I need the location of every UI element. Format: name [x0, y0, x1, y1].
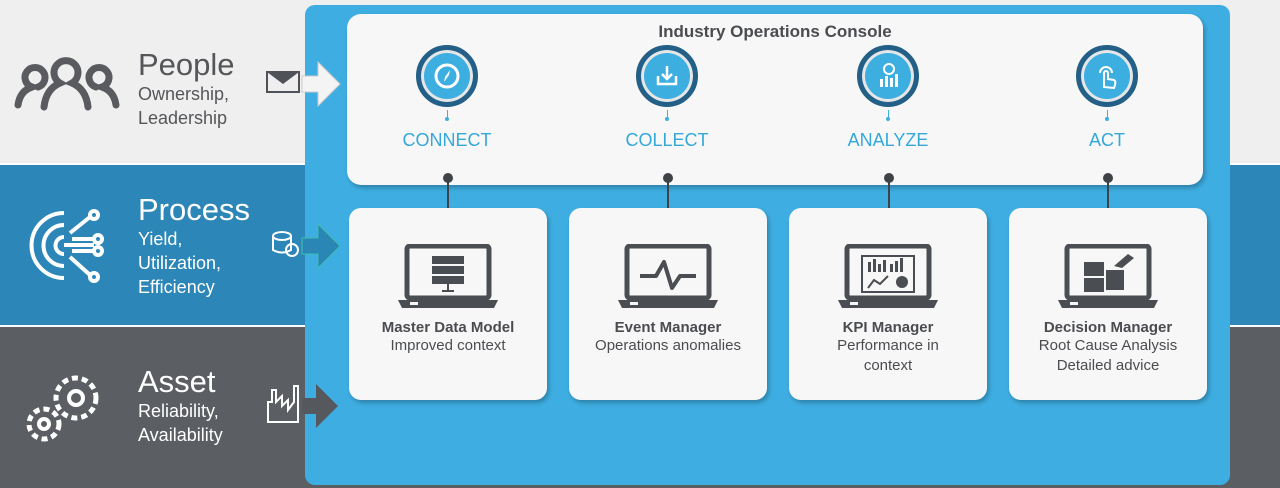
card-title: Event Manager [614, 319, 722, 336]
row-title: Asset [138, 364, 216, 399]
card-subtitle: Operations anomalies [595, 337, 741, 354]
row-subtitle: Yield, [138, 229, 183, 249]
card-subtitle: Performance in [837, 337, 939, 354]
process-input-arrow [272, 222, 341, 270]
gear-circuit-icon [29, 209, 104, 283]
step-analyze: ANALYZE [818, 45, 958, 151]
card-subtitle: context [863, 357, 913, 374]
row-subtitle: Utilization, [138, 253, 222, 273]
row-title: Process [138, 192, 250, 227]
card-master-data-model: Master Data Model Improved context [349, 208, 547, 400]
row-subtitle: Efficiency [138, 277, 215, 297]
step-label: ACT [1089, 130, 1125, 150]
people-icon [14, 57, 120, 111]
step-act: ACT [1037, 45, 1177, 151]
card-title: Decision Manager [1043, 319, 1173, 336]
people-input-arrow [266, 60, 341, 108]
card-subtitle: Improved context [390, 337, 506, 354]
card-subtitle: Root Cause Analysis [1038, 337, 1178, 354]
compass-icon [416, 45, 478, 107]
laptop-puzzle-icon [1058, 243, 1158, 314]
analytics-icon [857, 45, 919, 107]
laptop-server-icon [398, 243, 498, 314]
card-title: KPI Manager [842, 319, 934, 336]
row-subtitle: Reliability, [138, 401, 219, 421]
step-label: COLLECT [625, 130, 709, 150]
operations-console: Industry Operations Console [347, 14, 1203, 185]
card-kpi-manager: KPI Manager Performance in context [789, 208, 987, 400]
step-connect: CONNECT [377, 45, 517, 151]
touch-icon [1076, 45, 1138, 107]
laptop-pulse-icon [618, 243, 718, 314]
row-title: People [138, 47, 235, 82]
row-subtitle: Ownership, [138, 84, 230, 104]
gears-icon [26, 375, 99, 442]
console-title: Industry Operations Console [658, 22, 892, 41]
card-title: Master Data Model [381, 319, 515, 336]
row-subtitle: Availability [138, 425, 223, 445]
card-subtitle: Detailed advice [1056, 357, 1160, 374]
step-collect: COLLECT [597, 45, 737, 151]
asset-input-arrow [267, 384, 338, 428]
laptop-dashboard-icon [838, 243, 938, 314]
step-label: ANALYZE [847, 130, 929, 150]
row-subtitle: Leadership [138, 108, 228, 128]
step-label: CONNECT [402, 130, 492, 150]
card-event-manager: Event Manager Operations anomalies [569, 208, 767, 400]
download-icon [636, 45, 698, 107]
